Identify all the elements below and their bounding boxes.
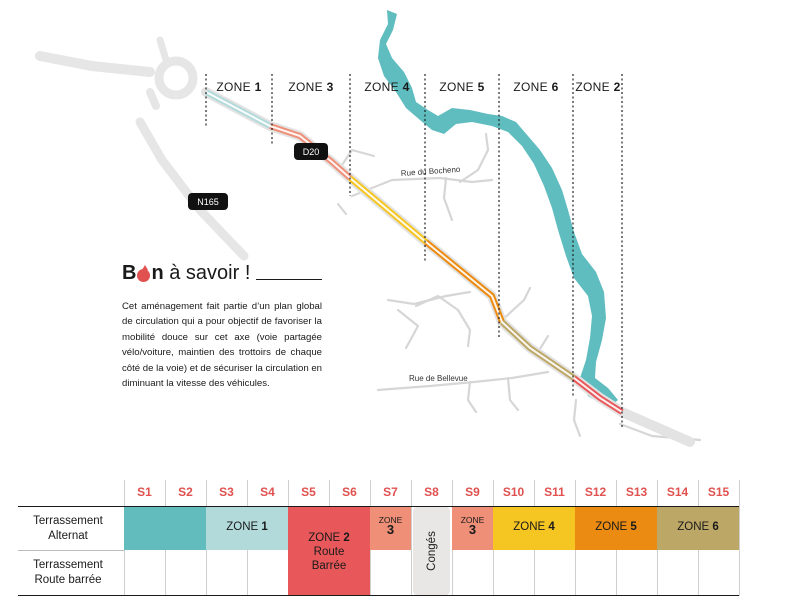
week-header-s5: S5: [301, 485, 316, 499]
street-bellevue-branch2: [506, 376, 520, 412]
pin-icon: [137, 265, 151, 282]
main-road-centerline: [205, 91, 623, 413]
block-conges: Congés: [413, 507, 450, 595]
week-header-s3: S3: [219, 485, 234, 499]
street-bellevue-branch: [466, 380, 478, 414]
grid-line: [739, 480, 740, 596]
street-bocheno-branch: [458, 132, 490, 184]
n165-road: [135, 117, 249, 261]
block-zone1-start: [124, 507, 206, 550]
week-header-s1: S1: [137, 485, 152, 499]
badge-n165: N165: [188, 193, 228, 210]
table-bottom-rule: [18, 595, 739, 596]
week-header-s9: S9: [465, 485, 480, 499]
week-header-s8: S8: [424, 485, 439, 499]
badge-n165-label: N165: [197, 197, 219, 207]
block-zone6: ZONE 6: [657, 507, 739, 550]
badge-d20-label: D20: [303, 147, 320, 157]
block-zone5: ZONE 5: [575, 507, 657, 550]
week-header-s2: S2: [178, 485, 193, 499]
roundabout-approach-west: [35, 51, 155, 77]
river: [378, 10, 618, 408]
week-header-s12: S12: [584, 485, 607, 499]
block-zone2-route-barree: ZONE 2 Route Barrée: [288, 507, 370, 595]
week-header-s6: S6: [342, 485, 357, 499]
info-title-letter-n: n: [151, 262, 164, 284]
street-middle2: [386, 290, 472, 306]
street-middle: [414, 294, 472, 348]
week-header-s7: S7: [383, 485, 398, 499]
street-middle3: [396, 308, 420, 350]
week-header-s4: S4: [260, 485, 275, 499]
map-zone-label-4: ZONE 4: [364, 80, 409, 94]
street-south-link: [572, 398, 582, 438]
block-zone3-a: ZONE 3: [370, 507, 411, 550]
street-name-bellevue: Rue de Bellevue: [409, 374, 468, 383]
map-zone-label-1: ZONE 1: [216, 80, 261, 94]
block-zone1: ZONE 1: [206, 507, 288, 550]
map-zone-label-6: ZONE 6: [513, 80, 558, 94]
row-label-route-barree: Terrassement Route barrée: [33, 559, 103, 586]
roundabout-approach-south: [146, 88, 160, 110]
week-header-s13: S13: [625, 485, 648, 499]
street-bocheno-branch2: [442, 176, 454, 222]
map-zone-label-5: ZONE 5: [439, 80, 484, 94]
route-map: ZONE 1 ZONE 3 ZONE 4 ZONE 5 ZONE 6 ZONE …: [35, 10, 702, 447]
street-west: [336, 202, 348, 216]
map-zone-label-3: ZONE 3: [288, 80, 333, 94]
block-zone3-b: ZONE 3: [452, 507, 493, 550]
row-label-alternat: Terrassement Alternat: [33, 515, 103, 542]
street-bellevue: [376, 370, 550, 392]
street-bocheno: [350, 176, 494, 198]
roundabout: [154, 56, 198, 100]
info-title-rest: à savoir !: [169, 262, 251, 284]
map-zone-label-2: ZONE 2: [575, 80, 620, 94]
road-segment-zone5: [424, 239, 505, 324]
grid-line: [411, 480, 412, 596]
week-header-s14: S14: [666, 485, 689, 499]
row-separator: [18, 550, 124, 551]
street-name-bocheno: Rue du Bocheno: [401, 165, 462, 178]
week-header-s10: S10: [502, 485, 525, 499]
roundabout-approach-north: [156, 36, 170, 64]
week-header-s15: S15: [707, 485, 730, 499]
street-north1: [338, 148, 376, 170]
week-header-s11: S11: [544, 485, 565, 499]
block-zone4: ZONE 4: [493, 507, 575, 550]
street-east1: [498, 286, 532, 324]
badge-d20: D20: [294, 143, 328, 160]
title-underline: [256, 279, 322, 280]
info-text: Cet aménagement fait partie d’un plan gl…: [122, 301, 322, 390]
table-top-rule: [18, 506, 739, 507]
info-title-letter-b: B: [122, 262, 137, 284]
